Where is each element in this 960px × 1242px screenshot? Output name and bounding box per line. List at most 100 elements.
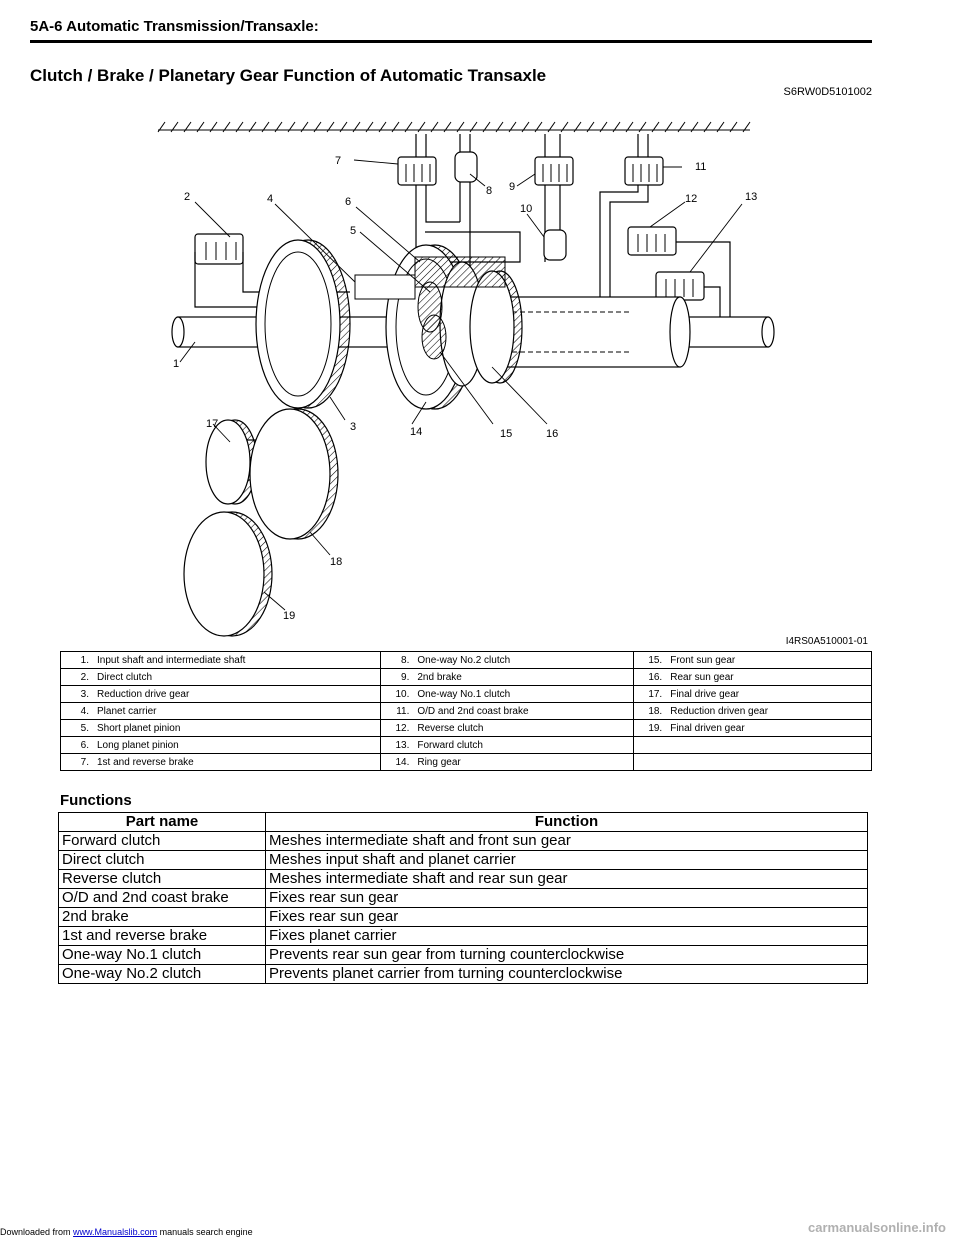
- function-cell: Meshes intermediate shaft and rear sun g…: [265, 869, 868, 889]
- callout-9: 9: [509, 181, 515, 193]
- legend-text: 2nd brake: [417, 671, 462, 683]
- legend-cell: 3. Reduction drive gear: [59, 685, 382, 703]
- section-title: Clutch / Brake / Planetary Gear Function…: [30, 66, 547, 85]
- part-name-cell: Forward clutch: [58, 831, 266, 851]
- legend-number: 11.: [396, 705, 410, 717]
- function-cell: Meshes intermediate shaft and front sun …: [265, 831, 868, 851]
- callout-7: 7: [335, 155, 341, 167]
- legend-number: 10.: [395, 688, 410, 700]
- legend-cell: 13.Forward clutch: [380, 736, 635, 754]
- legend-text: One-way No.2 clutch: [417, 654, 511, 666]
- part-name-cell: One-way No.2 clutch: [58, 964, 266, 984]
- legend-text: Short planet pinion: [97, 722, 181, 734]
- legend-cell: 4.Planet carrier: [59, 702, 382, 720]
- page-header: 5A-6 Automatic Transmission/Transaxle:: [30, 18, 872, 43]
- legend-cell: [633, 753, 872, 771]
- clutch-plates: [205, 164, 694, 297]
- legend-cell: 1. Input shaft and intermediate shaft: [59, 651, 382, 669]
- legend-cell: 14.Ring gear: [380, 753, 635, 771]
- functions-header-row: Part name Function: [58, 812, 868, 832]
- legend-text: O/D and 2nd coast brake: [417, 705, 529, 717]
- callout-17: 17: [206, 418, 218, 430]
- legend-text: One-way No.1 clutch: [417, 688, 511, 700]
- callout-12: 12: [685, 193, 697, 205]
- legend-cell: 18. Reduction driven gear: [633, 702, 872, 720]
- legend-row: 1. Input shaft and intermediate shaft 8. On…: [59, 651, 872, 669]
- callout-14: 14: [410, 426, 422, 438]
- part-name-cell: 2nd brake: [58, 907, 266, 927]
- legend-number: 8.: [401, 654, 410, 666]
- callout-5: 5: [350, 225, 356, 237]
- legend-row: 4.Planet carrier 11. O/D and 2nd coast bra…: [59, 702, 872, 720]
- legend-text: 1st and reverse brake: [97, 756, 194, 768]
- legend-row: 5. Short planet pinion 12. Reverse clutch 19…: [59, 719, 872, 737]
- final-driven-gear: [183, 511, 273, 637]
- watermark: carmanualsonline.info: [808, 1220, 946, 1235]
- part-name-cell: Reverse clutch: [58, 869, 266, 889]
- transaxle-diagram: 1 2 3 4 5 6 7 8 9 10 11 12 13 14 15 16 1…: [157, 121, 775, 637]
- legend-text: Reverse clutch: [417, 722, 484, 734]
- function-cell: Fixes rear sun gear: [265, 907, 868, 927]
- legend-cell: 17.Final drive gear: [633, 685, 872, 703]
- legend-cell: 6.Long planet pinion: [59, 736, 382, 754]
- callout-13: 13: [745, 191, 757, 203]
- legend-text: Forward clutch: [417, 739, 483, 751]
- reduction-drive-gear: [255, 239, 351, 409]
- callout-15: 15: [500, 428, 512, 440]
- section-code: S6RW0D5101002: [783, 86, 872, 98]
- legend-text: Reduction drive gear: [97, 688, 190, 700]
- callout-10: 10: [520, 203, 532, 215]
- function-cell: Prevents rear sun gear from turning coun…: [265, 945, 868, 965]
- legend-text: Front sun gear: [670, 654, 736, 666]
- part-name-cell: One-way No.1 clutch: [58, 945, 266, 965]
- legend-number: 9.: [401, 671, 410, 683]
- function-cell: Meshes input shaft and planet carrier: [265, 850, 868, 870]
- legend-number: 14.: [395, 756, 410, 768]
- callout-11: 11: [695, 161, 706, 173]
- legend-text: Rear sun gear: [670, 671, 734, 683]
- footer-prefix: Downloaded from: [0, 1227, 74, 1237]
- legend-row: 3. Reduction drive gear 10. One-way No.1 cl…: [59, 685, 872, 703]
- part-name-cell: 1st and reverse brake: [58, 926, 266, 946]
- function-cell: Fixes rear sun gear: [265, 888, 868, 908]
- legend-text: Final driven gear: [670, 722, 745, 734]
- leader-lines: [179, 159, 743, 611]
- manualslib-link[interactable]: www.Manualslib.com: [73, 1227, 158, 1237]
- reduction-driven-gear: [249, 408, 339, 540]
- callout-18: 18: [330, 556, 342, 568]
- legend-number: 19.: [648, 722, 663, 734]
- legend-number: 18.: [648, 705, 663, 717]
- part-name-header: Part name: [58, 812, 266, 832]
- legend-number: 1.: [80, 654, 89, 666]
- legend-text: Input shaft and intermediate shaft: [97, 654, 246, 666]
- figure-id: I4RS0A510001-01: [785, 636, 868, 647]
- legend-number: 16.: [648, 671, 663, 683]
- callout-8: 8: [486, 185, 492, 197]
- legend-number: 3.: [80, 688, 89, 700]
- legend-cell: 16. Rear sun gear: [633, 668, 872, 686]
- legend-table: 1. Input shaft and intermediate shaft 8. On…: [59, 651, 872, 771]
- legend-text: Reduction driven gear: [670, 705, 769, 717]
- legend-number: 7.: [80, 756, 89, 768]
- legend-number: 5.: [80, 722, 89, 734]
- callout-4: 4: [267, 193, 273, 205]
- part-name-cell: O/D and 2nd coast brake: [58, 888, 266, 908]
- legend-number: 17.: [648, 688, 663, 700]
- callout-6: 6: [345, 196, 351, 208]
- callout-16: 16: [546, 428, 558, 440]
- legend-number: 4.: [80, 705, 89, 717]
- legend-number: 6.: [80, 739, 89, 751]
- legend-cell: [633, 736, 872, 754]
- legend-number: 15.: [648, 654, 663, 666]
- legend-number: 12.: [395, 722, 410, 734]
- function-header: Function: [265, 812, 868, 832]
- callout-19: 19: [283, 610, 295, 622]
